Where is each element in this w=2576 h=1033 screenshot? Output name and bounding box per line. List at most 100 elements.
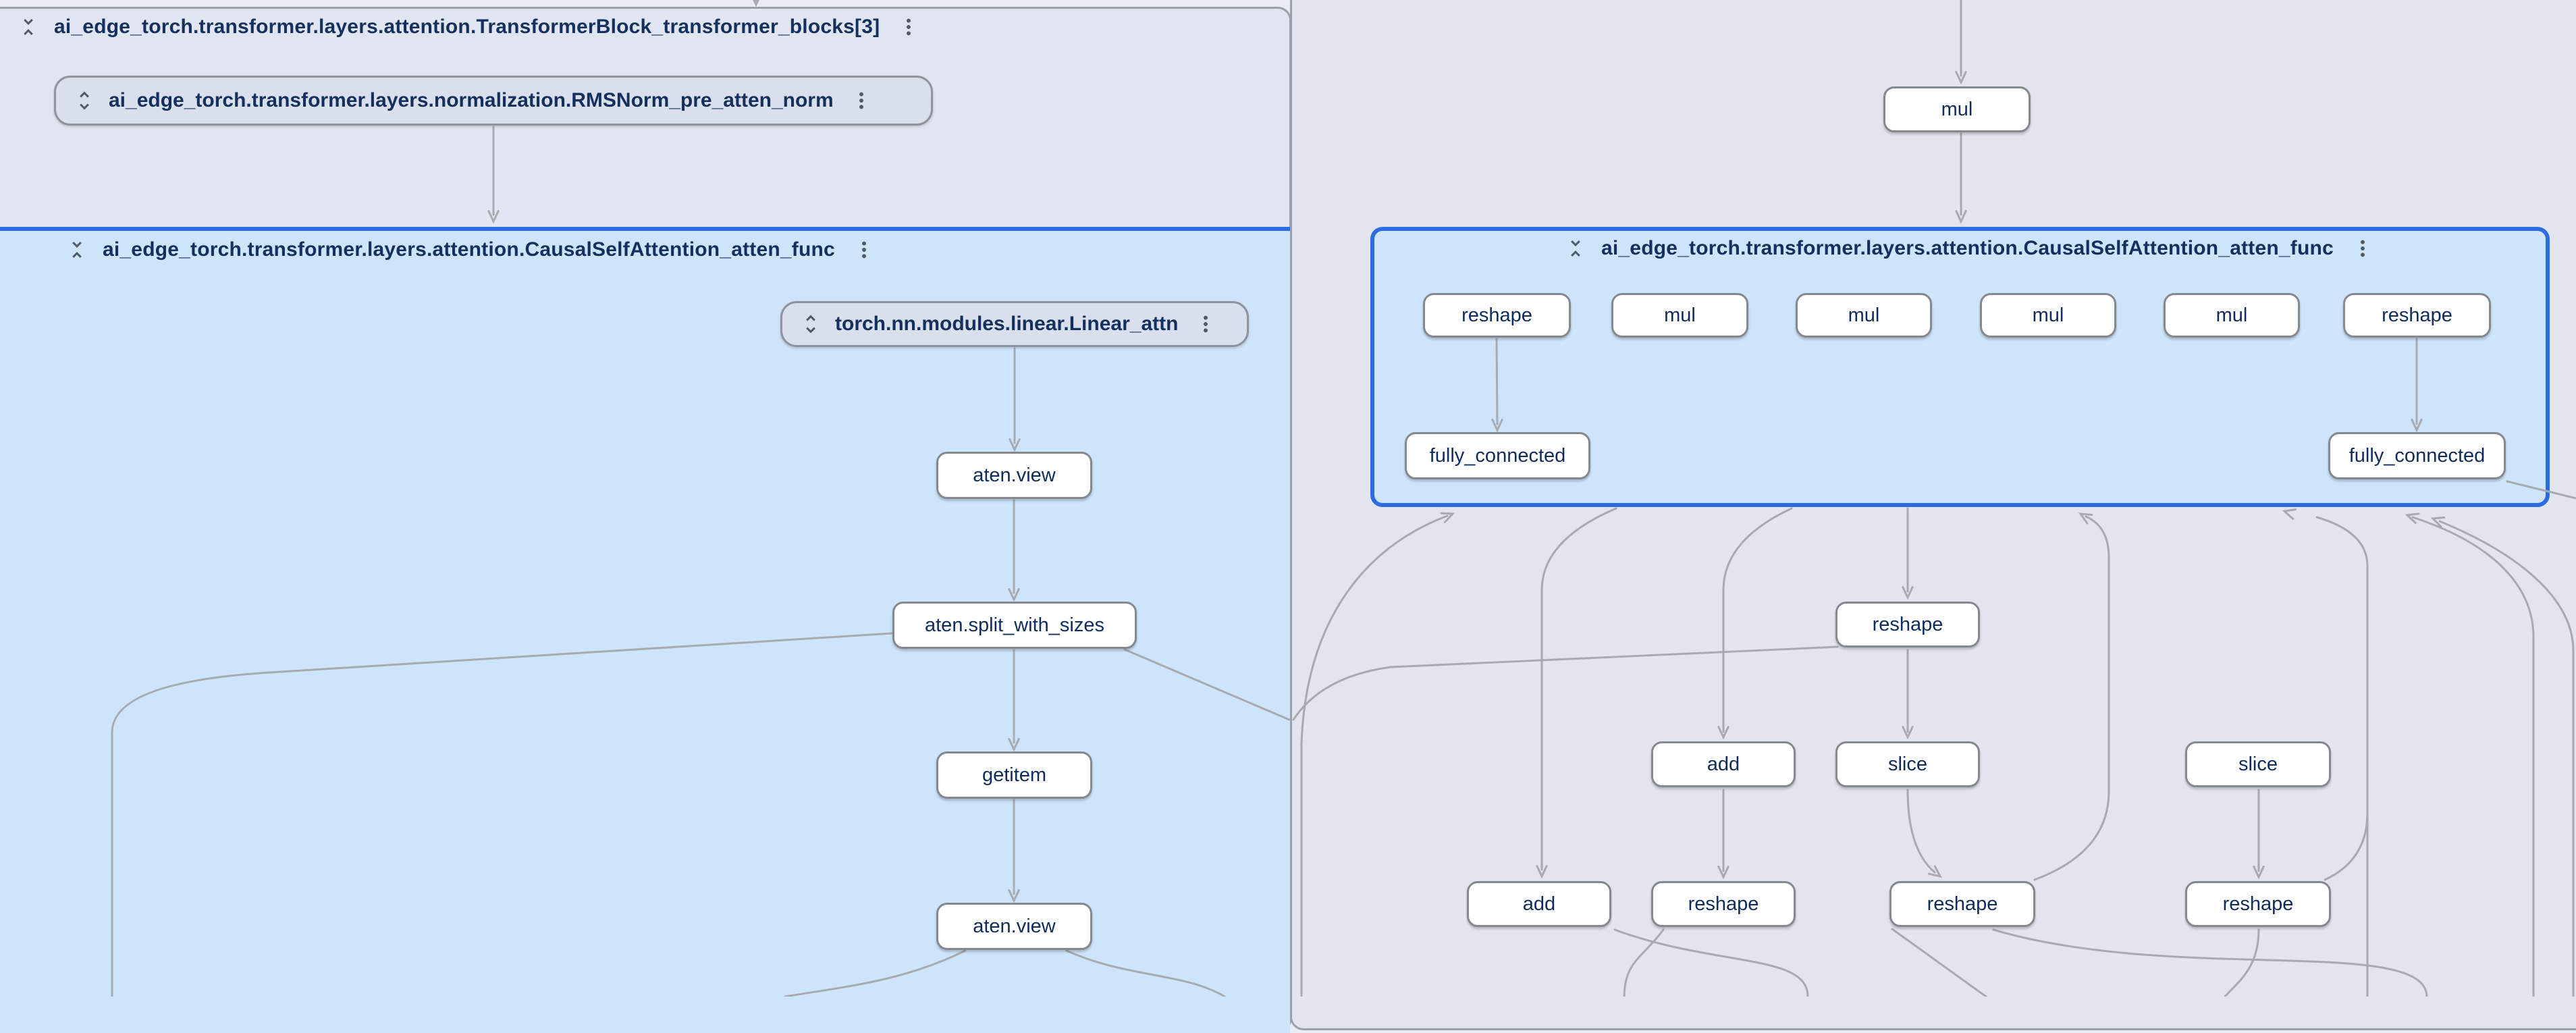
arrowhead bbox=[1717, 866, 1729, 880]
more-vert-icon[interactable] bbox=[897, 16, 920, 38]
op-node-label: aten.view bbox=[973, 464, 1056, 486]
op-node-mul-c[interactable]: mul bbox=[1980, 293, 2116, 338]
op-node-label: mul bbox=[2032, 304, 2064, 326]
op-node-mul-d[interactable]: mul bbox=[2164, 293, 2300, 338]
arrowhead bbox=[753, 0, 759, 7]
arrowhead bbox=[1536, 865, 1548, 879]
op-node-mul-top[interactable]: mul bbox=[1883, 86, 2031, 132]
op-node-label: reshape bbox=[2382, 304, 2452, 326]
edge-cross-to-reshape-mid bbox=[1292, 645, 1839, 721]
op-node-fc-b[interactable]: fully_connected bbox=[2328, 432, 2506, 479]
op-node-reshape-3[interactable]: reshape bbox=[1651, 881, 1796, 927]
arrowhead bbox=[487, 210, 500, 224]
op-node-reshape-mid[interactable]: reshape bbox=[1835, 602, 1980, 647]
graph-edges-layer bbox=[111, 0, 2576, 997]
op-node-label: reshape bbox=[1927, 893, 1998, 915]
arrowhead bbox=[1008, 588, 1020, 602]
arrowhead bbox=[1008, 738, 1020, 752]
edge-panel-to-add2 bbox=[1540, 507, 1617, 871]
op-node-label: reshape bbox=[1461, 304, 1532, 326]
transformer-block-title: ai_edge_torch.transformer.layers.attenti… bbox=[54, 16, 880, 38]
left-attention-header[interactable]: ai_edge_torch.transformer.layers.attenti… bbox=[65, 238, 876, 262]
more-vert-icon[interactable] bbox=[2351, 237, 2374, 260]
arrowhead bbox=[2253, 866, 2265, 880]
op-node-reshape-b[interactable]: reshape bbox=[2343, 293, 2491, 338]
edge-boundary-up-into-panel bbox=[1300, 514, 1449, 745]
op-node-getitem[interactable]: getitem bbox=[936, 751, 1092, 799]
op-node-label: reshape bbox=[1688, 893, 1759, 915]
edge-reshape4-out-left bbox=[1891, 928, 1987, 997]
edge-right-up-into-panel-1 bbox=[2411, 516, 2535, 997]
arrowhead bbox=[2078, 512, 2093, 525]
edge-reshape5-out bbox=[2224, 928, 2260, 997]
op-node-slice-2[interactable]: slice bbox=[2185, 741, 2331, 787]
arrowhead bbox=[2405, 512, 2420, 525]
edge-slice1-to-reshape4 bbox=[1906, 789, 1936, 874]
right-attention-header[interactable]: ai_edge_torch.transformer.layers.attenti… bbox=[1563, 236, 2374, 261]
unfold-more-icon[interactable] bbox=[799, 312, 823, 336]
adjacent-transformer-block-panel bbox=[1290, 0, 2576, 1030]
arrowhead bbox=[1008, 889, 1020, 903]
edge-reshape5-join-up bbox=[2324, 812, 2369, 881]
op-node-fc-a[interactable]: fully_connected bbox=[1405, 432, 1590, 479]
op-node-label: getitem bbox=[982, 764, 1047, 786]
op-node-add-1[interactable]: add bbox=[1651, 741, 1796, 787]
unfold-less-icon[interactable] bbox=[16, 15, 41, 39]
arrowhead bbox=[1927, 865, 1942, 878]
arrowhead bbox=[1440, 512, 1455, 523]
arrowhead bbox=[1902, 586, 1914, 600]
edge-reshape4-out-right bbox=[1992, 928, 2428, 997]
op-node-label: reshape bbox=[2222, 893, 2294, 915]
op-node-reshape-4[interactable]: reshape bbox=[1889, 881, 2035, 927]
arrowhead bbox=[1955, 210, 1967, 224]
op-node-slice-1[interactable]: slice bbox=[1835, 741, 1980, 787]
more-vert-icon[interactable] bbox=[853, 238, 876, 261]
left-attention-title: ai_edge_torch.transformer.layers.attenti… bbox=[103, 238, 835, 261]
edge-view2-out-right bbox=[1065, 949, 1226, 997]
rmsnorm-pill-label: ai_edge_torch.transformer.layers.normali… bbox=[109, 89, 834, 111]
edge-reshape3-out bbox=[1623, 928, 1665, 997]
linear-layer-pill[interactable]: torch.nn.modules.linear.Linear_attn bbox=[780, 301, 1249, 347]
op-node-split[interactable]: aten.split_with_sizes bbox=[892, 602, 1137, 649]
rmsnorm-layer-pill[interactable]: ai_edge_torch.transformer.layers.normali… bbox=[54, 76, 933, 126]
edge-right-up-into-panel-2 bbox=[2438, 520, 2575, 997]
arrowhead bbox=[2430, 516, 2446, 528]
edge-edge-3507-up-to-panel bbox=[2315, 516, 2369, 997]
op-node-aten-view-2[interactable]: aten.view bbox=[936, 903, 1092, 950]
op-node-label: add bbox=[1707, 753, 1740, 775]
arrowhead bbox=[1902, 726, 1914, 740]
more-vert-icon[interactable] bbox=[1194, 313, 1217, 336]
op-node-mul-b[interactable]: mul bbox=[1796, 293, 1932, 338]
op-node-label: fully_connected bbox=[2349, 444, 2486, 467]
transformer-block-header[interactable]: ai_edge_torch.transformer.layers.attenti… bbox=[16, 15, 920, 39]
op-node-label: mul bbox=[1664, 304, 1696, 326]
edge-add2-out bbox=[1613, 928, 1809, 997]
right-attention-title: ai_edge_torch.transformer.layers.attenti… bbox=[1601, 237, 2334, 259]
more-vert-icon[interactable] bbox=[850, 89, 873, 112]
edge-split-out-left bbox=[111, 632, 894, 997]
arrowhead bbox=[1009, 438, 1021, 452]
op-node-aten-view-1[interactable]: aten.view bbox=[936, 452, 1092, 499]
op-node-label: slice bbox=[2238, 753, 2278, 775]
op-node-label: aten.view bbox=[973, 915, 1056, 937]
op-node-reshape-5[interactable]: reshape bbox=[2185, 881, 2331, 927]
op-node-add-2[interactable]: add bbox=[1467, 881, 1611, 927]
edge-panel-to-add1 bbox=[1722, 507, 1793, 733]
arrowhead bbox=[1955, 71, 1967, 85]
arrowhead bbox=[1491, 419, 1503, 433]
op-node-label: slice bbox=[1887, 753, 1927, 775]
op-node-label: mul bbox=[1941, 98, 1973, 120]
op-node-label: aten.split_with_sizes bbox=[925, 614, 1104, 636]
unfold-less-icon[interactable] bbox=[1563, 236, 1588, 261]
edge-reshape4-up-to-panel bbox=[2033, 515, 2110, 881]
unfold-more-icon[interactable] bbox=[72, 88, 97, 113]
op-node-label: reshape bbox=[1872, 613, 1943, 635]
op-node-label: mul bbox=[1848, 304, 1880, 326]
edge-split-cross-segment bbox=[1123, 648, 1291, 721]
op-node-label: add bbox=[1522, 893, 1556, 915]
op-node-mul-a[interactable]: mul bbox=[1611, 293, 1748, 338]
unfold-less-icon[interactable] bbox=[65, 238, 89, 262]
op-node-label: fully_connected bbox=[1429, 444, 1566, 467]
op-node-reshape-a[interactable]: reshape bbox=[1423, 293, 1571, 338]
